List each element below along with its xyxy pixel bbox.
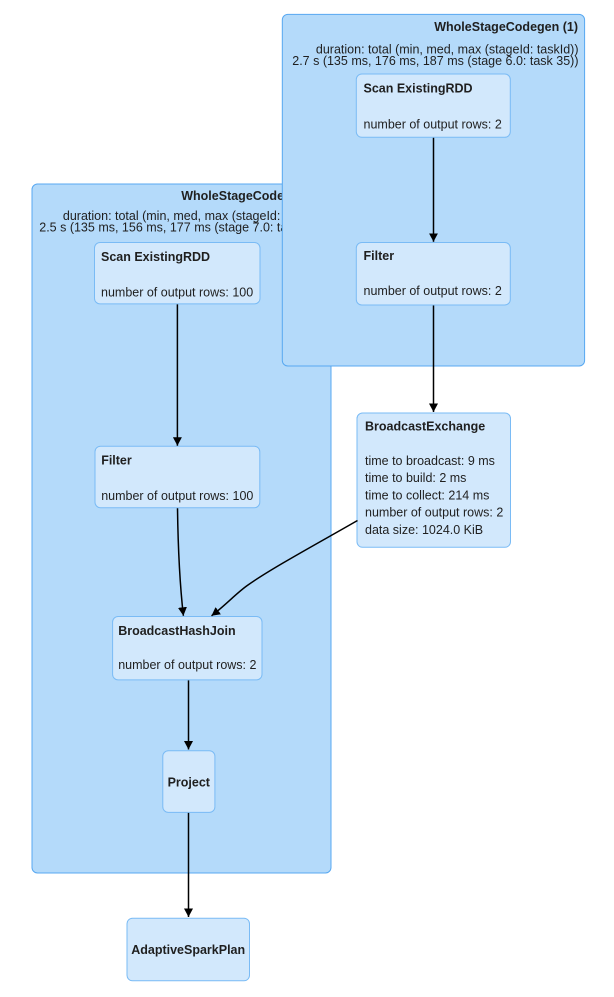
svg-text:BroadcastHashJoin: BroadcastHashJoin [118,624,235,638]
svg-text:Project: Project [168,775,211,789]
svg-text:time to broadcast: 9 ms: time to broadcast: 9 ms [365,454,495,468]
svg-text:AdaptiveSparkPlan: AdaptiveSparkPlan [131,943,245,957]
svg-text:time to collect: 214 ms: time to collect: 214 ms [365,488,489,502]
svg-text:number of output rows: 2: number of output rows: 2 [364,284,502,298]
svg-text:2.7 s (135 ms, 176 ms, 187 ms: 2.7 s (135 ms, 176 ms, 187 ms (stage 6.0… [292,54,578,68]
svg-text:number of output rows: 2: number of output rows: 2 [364,118,502,132]
svg-text:duration: total (min, med, max: duration: total (min, med, max (stageId:… [63,209,326,223]
svg-text:number of output rows: 100: number of output rows: 100 [101,286,253,300]
svg-text:WholeStageCodegen (1): WholeStageCodegen (1) [434,20,578,34]
svg-text:2.5 s (135 ms, 156 ms, 177 ms: 2.5 s (135 ms, 156 ms, 177 ms (stage 7.0… [39,221,325,235]
svg-text:duration: total (min, med, max: duration: total (min, med, max (stageId:… [316,43,579,57]
svg-text:BroadcastExchange: BroadcastExchange [365,420,485,434]
svg-text:number of output rows: 2: number of output rows: 2 [118,658,256,672]
svg-text:Filter: Filter [101,454,132,468]
svg-text:number of output rows: 2: number of output rows: 2 [365,506,503,520]
svg-text:Filter: Filter [364,249,395,263]
svg-text:Scan ExistingRDD: Scan ExistingRDD [364,82,473,96]
svg-text:number of output rows: 100: number of output rows: 100 [101,489,253,503]
svg-text:time to build: 2 ms: time to build: 2 ms [365,471,466,485]
svg-text:Scan ExistingRDD: Scan ExistingRDD [101,250,210,264]
svg-text:data size: 1024.0 KiB: data size: 1024.0 KiB [365,523,483,537]
